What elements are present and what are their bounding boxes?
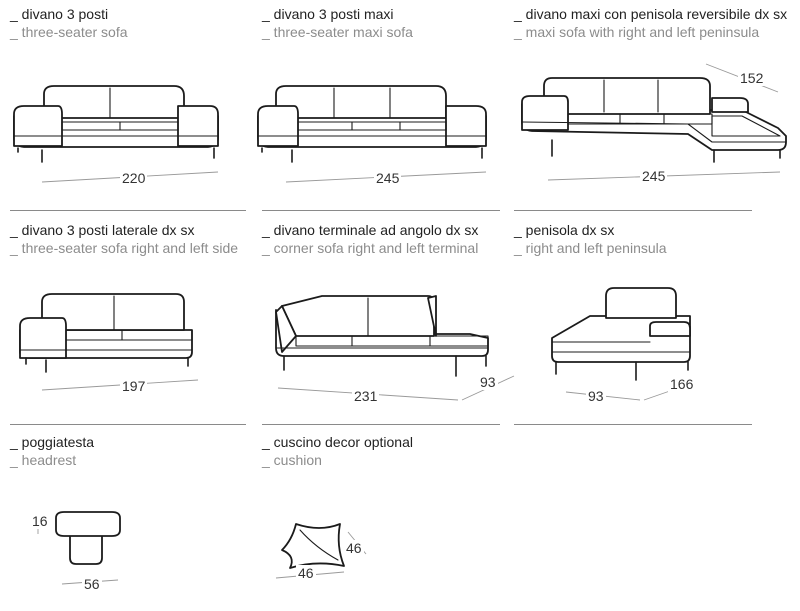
divider [514,210,752,211]
dim-height: 16 [30,513,50,529]
item-subtitle-side-sofa: _ three-seater sofa right and left side [10,240,239,256]
dim-width: 231 [352,388,380,404]
item-title-headrest: _ poggiatesta [10,434,95,450]
three-seater-sofa-drawing [13,85,219,183]
three-seater-side-sofa-drawing [19,293,199,391]
dim-depth: 152 [738,70,766,86]
item-title-maxi-peninsula: _ divano maxi con penisola reversibile d… [514,6,788,22]
item-subtitle-three-seater-maxi: _ three-seater maxi sofa [262,24,413,40]
dim-width: 56 [82,576,102,592]
dim-depth: 166 [668,376,696,392]
item-title-three-seater: _ divano 3 posti [10,6,109,22]
dim-depth: 46 [344,540,364,556]
divider [262,210,500,211]
item-title-cushion: _ cuscino decor optional [262,434,413,450]
item-subtitle-maxi-peninsula: _ maxi sofa with right and left peninsul… [514,24,760,40]
item-subtitle-cushion: _ cushion [262,452,322,468]
dim-depth: 93 [478,374,498,390]
maxi-sofa-peninsula-drawing [521,63,787,181]
three-seater-maxi-sofa-drawing [257,85,487,183]
dim-width: 197 [120,378,148,394]
peninsula-drawing [551,287,691,401]
dim-width: 220 [120,170,148,186]
item-title-corner-terminal: _ divano terminale ad angolo dx sx [262,222,479,238]
divider [10,210,246,211]
divider [514,424,752,425]
item-subtitle-headrest: _ headrest [10,452,77,468]
item-subtitle-three-seater: _ three-seater sofa [10,24,128,40]
divider [10,424,246,425]
item-subtitle-corner-terminal: _ corner sofa right and left terminal [262,240,479,256]
item-title-side-sofa: _ divano 3 posti laterale dx sx [10,222,195,238]
item-title-peninsula: _ penisola dx sx [514,222,615,238]
item-title-three-seater-maxi: _ divano 3 posti maxi [262,6,394,22]
dim-width: 46 [296,565,316,581]
cushion-drawing [275,523,367,579]
headrest-drawing [37,511,121,585]
divider [262,424,500,425]
dim-width: 245 [640,168,668,184]
dim-width: 93 [586,388,606,404]
item-subtitle-peninsula: _ right and left peninsula [514,240,667,256]
dim-width: 245 [374,170,402,186]
